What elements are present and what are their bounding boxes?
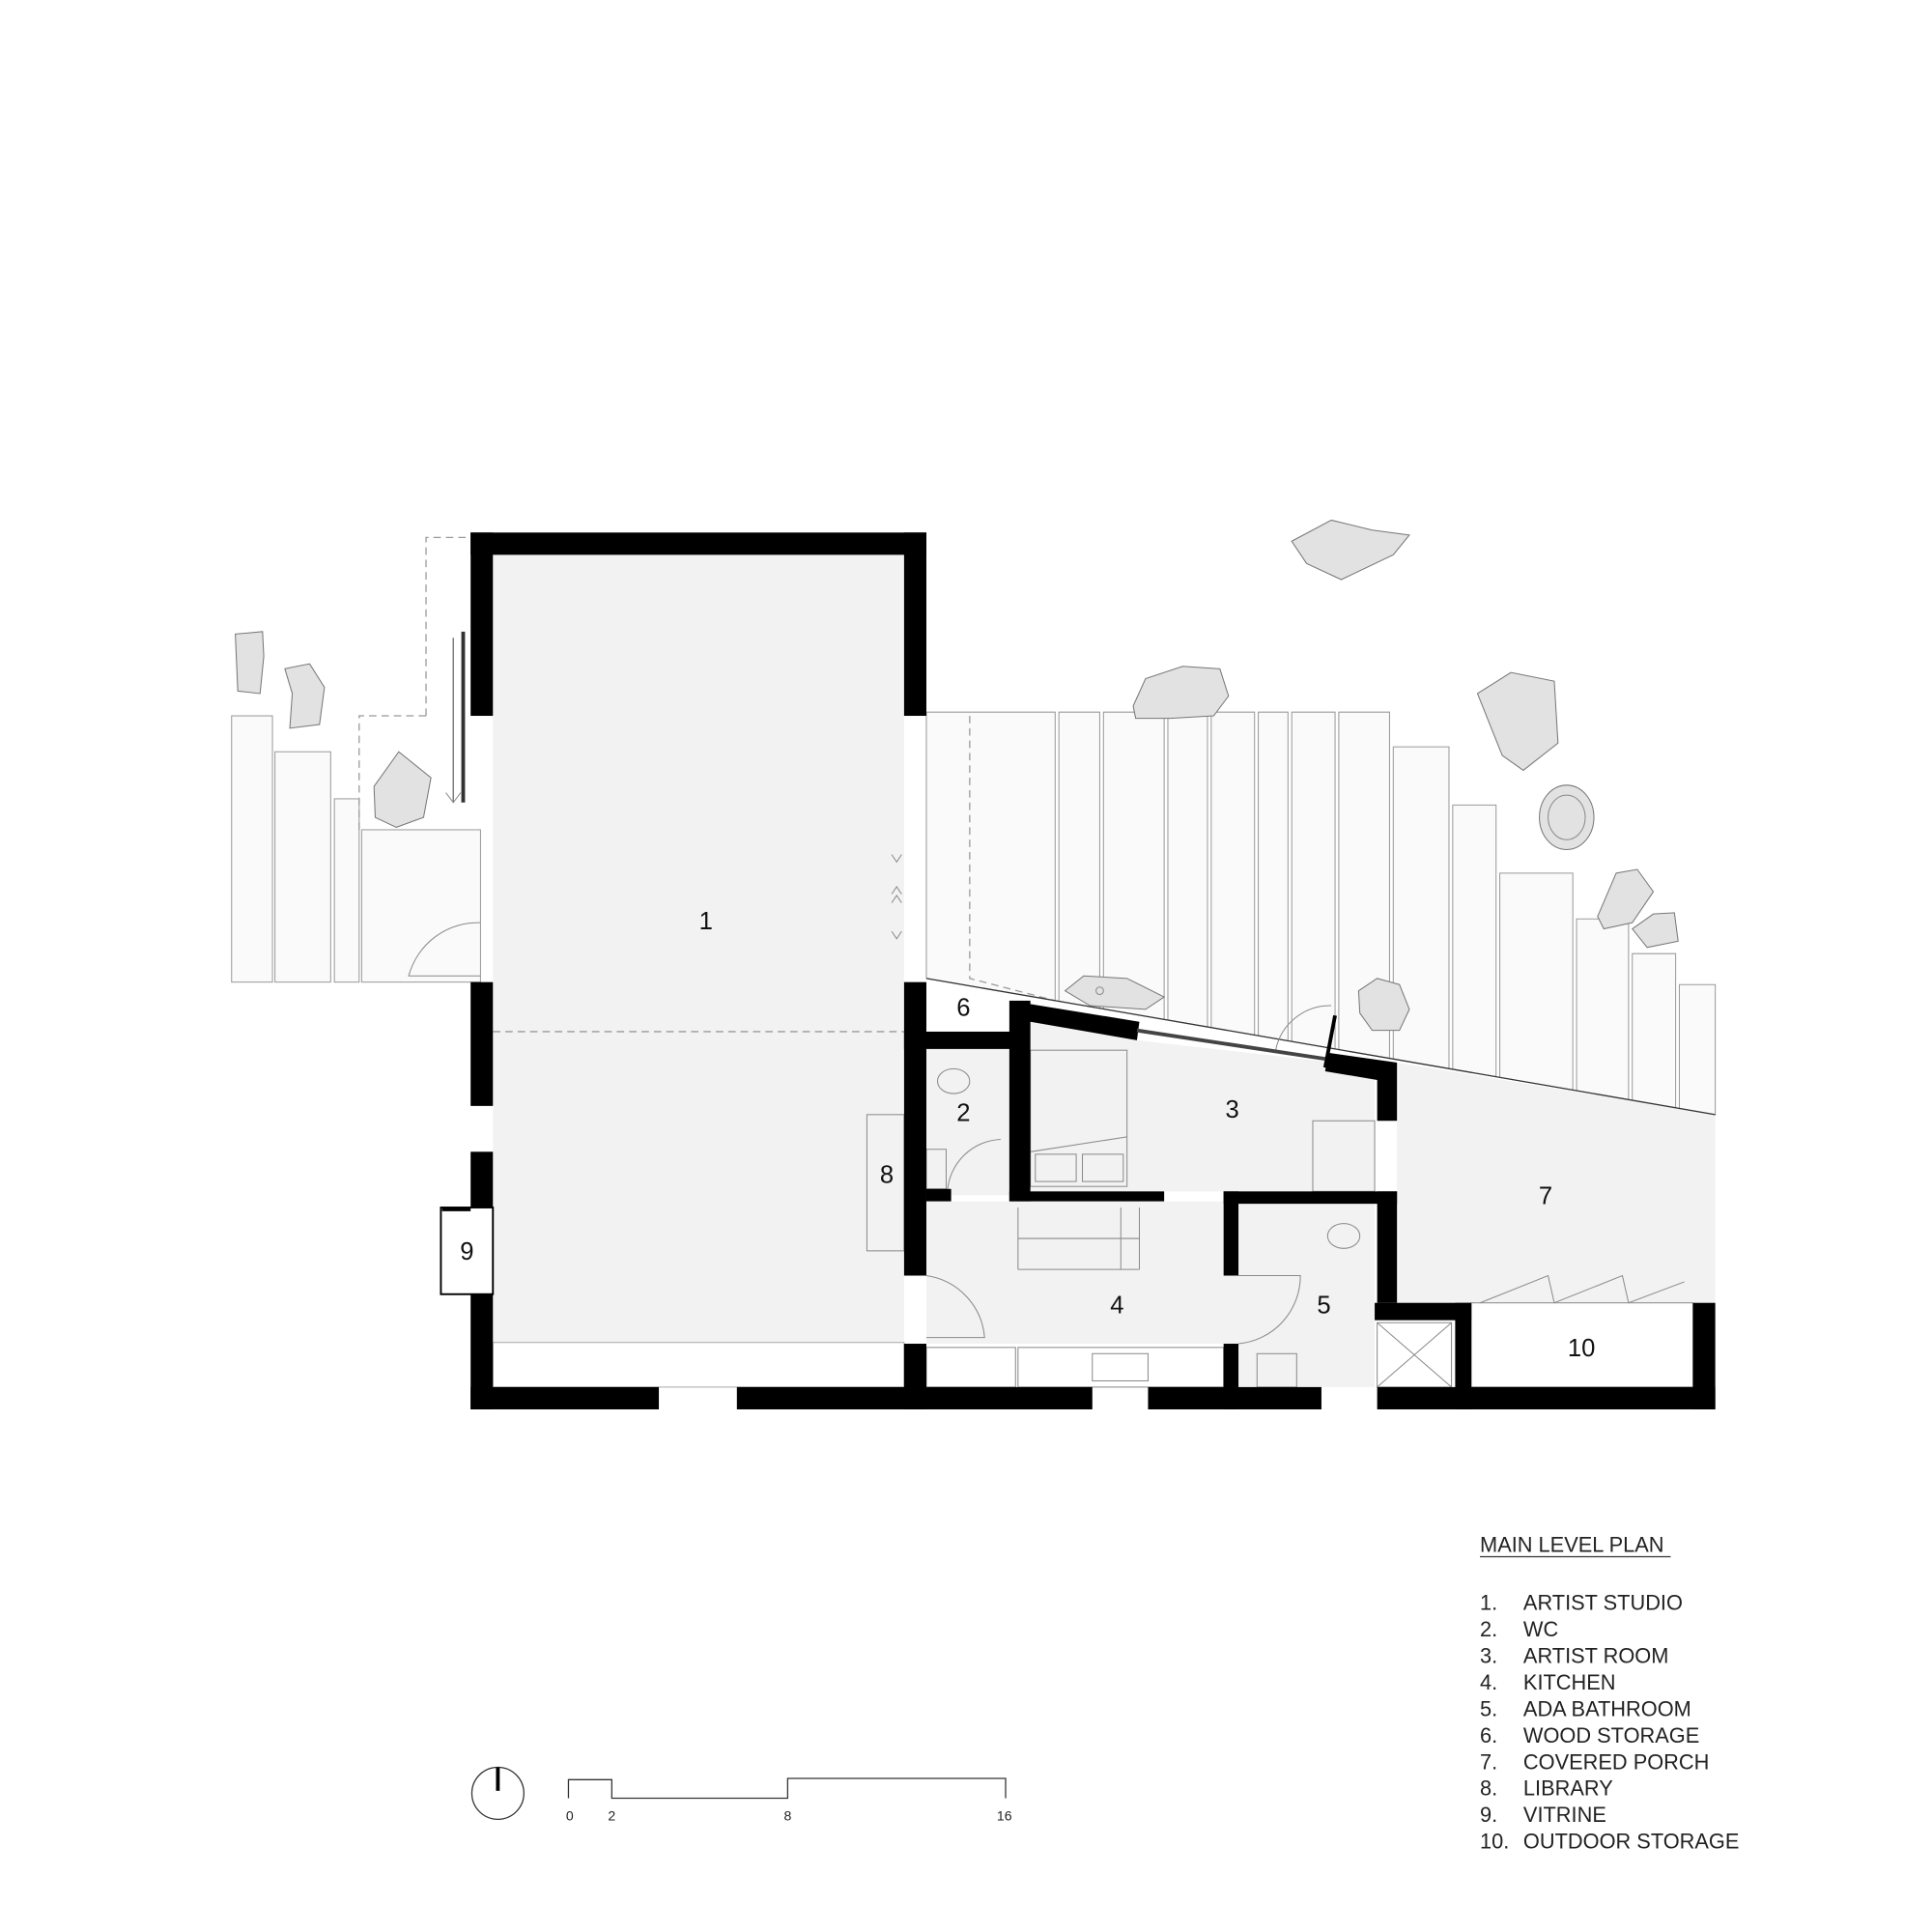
- legend-number: 10.: [1480, 1830, 1509, 1854]
- terrace-board: [925, 711, 1056, 1002]
- legend-item: KITCHEN: [1523, 1670, 1616, 1694]
- legend-item: ARTIST ROOM: [1523, 1644, 1668, 1668]
- room-label-2: 2: [956, 1100, 970, 1127]
- terrace-board: [1210, 711, 1256, 1037]
- room-labels: 1 2 3 4 5 6 7 8 9 10: [460, 908, 1595, 1362]
- terrace-board: [1291, 711, 1336, 1050]
- rock: [1597, 868, 1655, 930]
- room-label-7: 7: [1539, 1183, 1552, 1210]
- room-label-8: 8: [880, 1162, 894, 1189]
- rock: [1064, 975, 1166, 1010]
- terrace-board: [1632, 952, 1677, 1109]
- scale-tick: 16: [997, 1808, 1012, 1824]
- legend-item: ARTIST STUDIO: [1523, 1591, 1683, 1615]
- terrace-board: [1452, 804, 1497, 1078]
- legend-item: OUTDOOR STORAGE: [1523, 1830, 1739, 1854]
- terrace-board: [1499, 872, 1574, 1092]
- terrace-board: [1058, 711, 1100, 1009]
- rock: [1632, 912, 1679, 949]
- rock: [1476, 671, 1559, 772]
- terrace-board: [1576, 918, 1630, 1100]
- walls: [440, 532, 1716, 1409]
- legend-item: ADA BATHROOM: [1523, 1696, 1691, 1720]
- terrace-board: [1258, 711, 1289, 1042]
- terrace-board: [1167, 711, 1208, 1028]
- terrace-board: [1678, 983, 1717, 1116]
- rocks: [235, 519, 1679, 1032]
- room-label-3: 3: [1226, 1096, 1239, 1123]
- rock: [1132, 666, 1230, 720]
- scale-tick: 0: [566, 1808, 574, 1824]
- rock: [1539, 784, 1595, 850]
- scale-tick: 8: [783, 1808, 791, 1824]
- legend-number: 9.: [1480, 1803, 1497, 1827]
- rock: [373, 751, 432, 828]
- room-label-5: 5: [1317, 1292, 1330, 1319]
- legend-number: 5.: [1480, 1696, 1497, 1720]
- rock: [235, 631, 265, 695]
- legend-number: 7.: [1480, 1749, 1497, 1774]
- legend: MAIN LEVEL PLAN 1. ARTIST STUDIO 2. WC 3. ART…: [1480, 1532, 1739, 1853]
- legend-number: 1.: [1480, 1591, 1497, 1615]
- terrace-boards-left: [231, 536, 481, 983]
- room-label-6: 6: [956, 995, 970, 1022]
- room-label-9: 9: [460, 1238, 473, 1265]
- north-arrow-icon: [470, 1766, 525, 1820]
- rock: [1357, 978, 1410, 1032]
- legend-item: WOOD STORAGE: [1523, 1723, 1699, 1747]
- plan-title: MAIN LEVEL PLAN: [1480, 1532, 1663, 1556]
- scale-tick: 2: [608, 1808, 615, 1824]
- room-label-4: 4: [1110, 1292, 1123, 1319]
- rock: [1291, 519, 1410, 581]
- legend-number: 6.: [1480, 1723, 1497, 1747]
- covered-porch-floor: [1397, 1063, 1716, 1303]
- legend-number: 3.: [1480, 1644, 1497, 1668]
- legend-number: 2.: [1480, 1617, 1497, 1641]
- legend-number: 8.: [1480, 1776, 1497, 1801]
- legend-item: COVERED PORCH: [1523, 1749, 1709, 1774]
- terrace-board: [1102, 711, 1165, 1020]
- legend-item: WC: [1523, 1617, 1558, 1641]
- legend-item: LIBRARY: [1523, 1776, 1613, 1801]
- legend-number: 4.: [1480, 1670, 1497, 1694]
- room-label-1: 1: [699, 908, 713, 935]
- room-label-10: 10: [1568, 1335, 1596, 1362]
- rock: [284, 663, 326, 729]
- scale-bar: 0 2 8 16: [566, 1777, 1012, 1824]
- legend-item: VITRINE: [1523, 1803, 1606, 1827]
